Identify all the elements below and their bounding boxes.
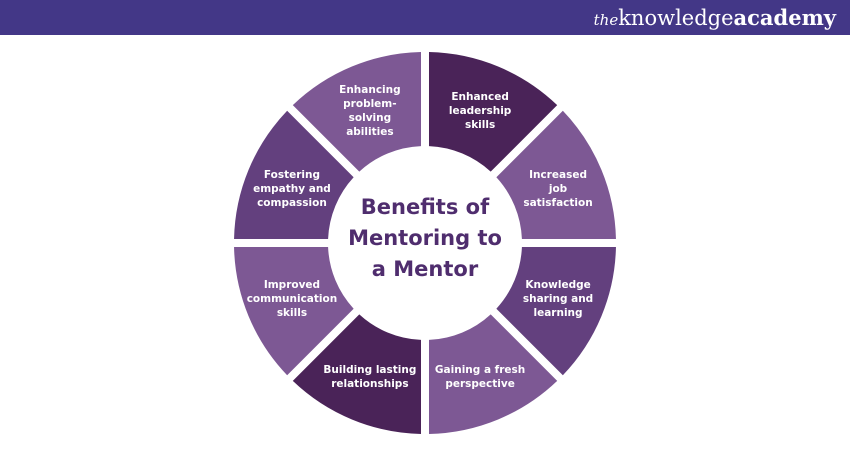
brand-logo: theknowledgeacademy [594,3,836,33]
header-bar: theknowledgeacademy [0,0,850,35]
ring-segment-3 [496,246,616,376]
ring-segment-5 [292,314,422,434]
brand-the: the [593,11,619,29]
segment-label-line: Increased [529,169,587,181]
segment-label-line: leadership [449,105,512,117]
segment-label-line: Knowledge [525,279,590,291]
center-title-line-2: Mentoring to [348,226,502,250]
segment-label-5: Building lasting relationships [323,364,416,390]
segment-label-8: Enhancing problem-solving abilities [339,84,401,138]
segment-label-line: learning [534,307,583,319]
center-title: Benefits of Mentoring to a Mentor [325,192,525,285]
ring-segment-7 [234,110,354,240]
ring-segment-2 [496,110,616,240]
segment-label-line: abilities [346,126,393,138]
segment-label-line: compassion [257,197,327,209]
segment-label-line: relationships [331,378,408,390]
segment-label-line: empathy and [253,183,331,195]
segment-label-line: Building lasting [323,364,416,376]
segment-label-line: satisfaction [523,197,592,209]
segment-label-line: Fostering [264,169,320,181]
brand-academy: academy [733,5,836,30]
segment-label-line: skills [277,307,307,319]
segment-label-4: Gaining a fresh perspective [435,364,525,390]
ring-segment-8 [292,52,422,172]
ring-segment-6 [234,246,354,376]
segment-label-7: Fostering empathy and compassion [253,169,331,209]
segment-label-line: Improved [264,279,320,291]
brand-knowledge: knowledge [618,6,734,30]
segment-label-3: Knowledge sharing and learning [523,279,593,319]
segment-label-line: communication [247,293,338,305]
segment-label-line: problem- [343,98,396,110]
segment-label-line: Enhancing [339,84,401,96]
segment-label-line: job [548,183,568,195]
ring-segment-1 [428,52,558,172]
segment-label-line: Gaining a fresh [435,364,525,376]
center-title-line-1: Benefits of [360,195,490,219]
segment-label-6: Improved communication skills [247,279,338,319]
ring-segment-4 [428,314,558,434]
center-title-line-3: a Mentor [371,257,479,281]
segment-label-line: skills [465,119,495,131]
segment-label-line: Enhanced [451,91,509,103]
segment-label-line: perspective [445,378,515,390]
segment-label-1: Enhanced leadership skills [449,91,512,131]
segment-label-2: Increased job satisfaction [523,169,592,209]
segment-label-line: solving [349,112,392,124]
segment-label-line: sharing and [523,293,593,305]
